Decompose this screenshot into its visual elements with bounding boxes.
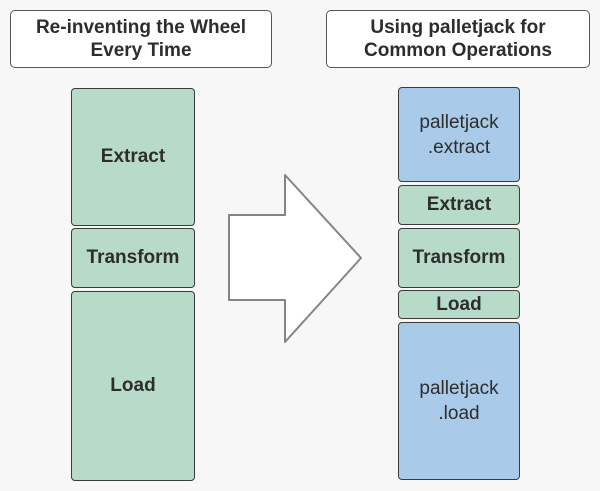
- right-title-line2: Common Operations: [364, 40, 552, 61]
- right-arrow-shape: [228, 174, 362, 343]
- right-step-palletjack-extract-line2: .extract: [427, 136, 491, 158]
- left-step-extract-label: Extract: [100, 146, 166, 167]
- right-arrow-icon: [228, 174, 363, 344]
- right-step-palletjack-extract-line1: palletjack: [419, 111, 499, 133]
- left-column-title: Re-inventing the Wheel Every Time: [10, 10, 272, 68]
- right-column-title: Using palletjack for Common Operations: [326, 10, 590, 68]
- left-step-transform-label: Transform: [86, 247, 180, 268]
- left-step-transform: Transform: [71, 228, 195, 288]
- right-title-line1: Using palletjack for: [370, 17, 546, 38]
- right-step-load-label: Load: [436, 293, 482, 315]
- left-step-extract: Extract: [71, 88, 195, 226]
- right-step-transform: Transform: [398, 228, 520, 288]
- right-step-load: Load: [398, 290, 520, 319]
- right-step-palletjack-load-line2: .load: [438, 403, 480, 424]
- left-title-line1: Re-inventing the Wheel: [35, 17, 247, 38]
- right-step-palletjack-load-line1: palletjack: [419, 378, 499, 399]
- left-step-load-label: Load: [110, 375, 156, 396]
- left-step-load: Load: [71, 291, 195, 481]
- right-step-transform-label: Transform: [412, 247, 506, 268]
- right-step-palletjack-load: palletjack .load: [398, 322, 520, 480]
- right-step-palletjack-extract: palletjack .extract: [398, 87, 520, 182]
- left-title-line2: Every Time: [90, 40, 192, 61]
- right-step-extract: Extract: [398, 185, 520, 225]
- right-step-extract-label: Extract: [426, 194, 492, 215]
